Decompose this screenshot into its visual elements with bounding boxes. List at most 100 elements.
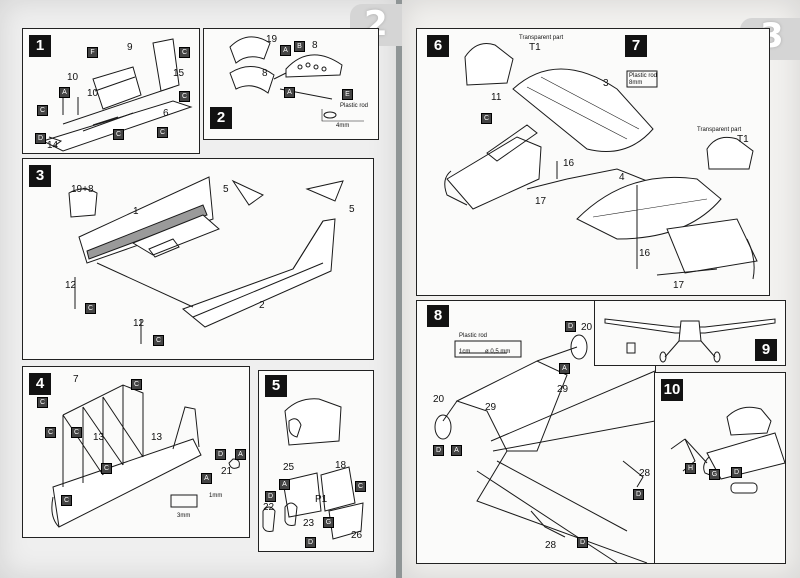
ref-d-3: D xyxy=(633,489,644,500)
part-7: 7 xyxy=(73,374,79,385)
step-9-number: 9 xyxy=(755,339,777,361)
rod-title: Plastic rod xyxy=(629,73,658,79)
step-10-panel: 10 H G D xyxy=(654,372,786,564)
part-12-second: 12 xyxy=(133,318,145,329)
part-5: 5 xyxy=(223,184,229,195)
ref-c-2: C xyxy=(153,335,164,346)
part-29-second: 29 xyxy=(485,402,497,413)
part-13: 13 xyxy=(93,432,105,443)
ref-d: D xyxy=(565,321,576,332)
part-9: 9 xyxy=(127,42,133,53)
instrument-panel-drawing xyxy=(229,36,364,122)
part-4: 4 xyxy=(619,172,625,183)
part-t1: T1 xyxy=(529,42,541,53)
engine-cowl-drawing xyxy=(262,398,364,540)
part-16: 16 xyxy=(563,158,575,169)
ref-b: B xyxy=(294,41,305,52)
part-29: 29 xyxy=(557,384,569,395)
ref-h: H xyxy=(685,463,696,474)
step-8-number: 8 xyxy=(427,305,449,327)
ref-d: D xyxy=(215,449,226,460)
part-18: 18 xyxy=(335,460,347,471)
part-17: 17 xyxy=(535,196,547,207)
fuselage-halves-drawing xyxy=(68,176,344,344)
step-2-number: 2 xyxy=(210,107,232,129)
ref-c: C xyxy=(355,481,366,492)
part-1: 1 xyxy=(133,206,139,217)
ref-a: A xyxy=(59,87,70,98)
rod-size: 8mm xyxy=(629,80,643,86)
ref-c: C xyxy=(85,303,96,314)
step-1-panel: 1 9 F C 15 10 A 10 C 6 C C D 14 C xyxy=(22,28,200,154)
step-3-number: 3 xyxy=(29,165,51,187)
step-3-panel: 3 19+8 1 5 5 12 C 12 C 2 xyxy=(22,158,374,360)
part-25: 25 xyxy=(283,462,295,473)
ref-e: E xyxy=(342,89,353,100)
rod-section: 1mm xyxy=(209,493,223,499)
ref-g: G xyxy=(709,469,720,480)
part-8-second: 8 xyxy=(262,68,268,79)
ref-a: A xyxy=(235,449,246,460)
ref-c-2: C xyxy=(37,397,48,408)
part-17-7: 17 xyxy=(673,280,685,291)
part-t1-7: T1 xyxy=(737,134,749,145)
ref-c-5: C xyxy=(157,127,168,138)
propeller-drawing xyxy=(670,406,786,494)
part-10: 10 xyxy=(67,72,79,83)
step-5-number: 5 xyxy=(265,375,287,397)
part-28: 28 xyxy=(639,468,651,479)
ref-d-2: D xyxy=(305,537,316,548)
ref-a: A xyxy=(279,479,290,490)
ref-g: G xyxy=(323,517,334,528)
part-26: 26 xyxy=(351,530,363,541)
step-9-panel: 9 xyxy=(594,300,786,366)
rod-size: 1cm xyxy=(459,349,471,355)
step-1-number: 1 xyxy=(29,35,51,57)
step-2-panel: 2 19 A B 8 8 A E Plastic rod 4mm xyxy=(203,28,379,140)
part-p1: P1 xyxy=(315,494,328,505)
step-7-number: 7 xyxy=(625,35,647,57)
ref-c-3: C xyxy=(71,427,82,438)
rod-title: Plastic rod xyxy=(459,333,488,339)
fuselage-frame-drawing xyxy=(51,384,240,528)
ref-d: D xyxy=(35,133,46,144)
ref-c-6: C xyxy=(45,427,56,438)
transparent-part-label-7: Transparent part xyxy=(697,127,742,133)
part-20-second: 20 xyxy=(433,394,445,405)
wing-canopy-drawing xyxy=(444,43,758,280)
part-2: 2 xyxy=(259,300,265,311)
ref-a: A xyxy=(280,45,291,56)
step-10-number: 10 xyxy=(661,379,683,401)
ref-c: C xyxy=(131,379,142,390)
part-3: 3 xyxy=(603,78,609,89)
rod-size: 3mm xyxy=(177,513,191,519)
step-4-number: 4 xyxy=(29,373,51,395)
transparent-part-label: Transparent part xyxy=(519,35,564,41)
ref-c: C xyxy=(481,113,492,124)
rod-title: Plastic rod xyxy=(340,103,369,109)
instruction-page-right: 3 6 7 Transparent part T1 3 11 xyxy=(402,0,800,578)
ref-d: D xyxy=(731,467,742,478)
instruction-page-left: 2 1 9 F C 15 10 A 10 C 6 C C D 14 C 2 xyxy=(0,0,410,578)
part-22: 22 xyxy=(263,502,275,513)
ref-c-4: C xyxy=(113,129,124,140)
step-6-number: 6 xyxy=(427,35,449,57)
part-8: 8 xyxy=(312,40,318,51)
part-20: 20 xyxy=(581,322,593,333)
step-6-7-panel: 6 7 Transparent part T1 3 11 C 16 xyxy=(416,28,770,296)
ref-c: C xyxy=(179,47,190,58)
rod-section: ø 0,5 mm xyxy=(485,349,511,355)
part-11: 11 xyxy=(491,92,502,103)
part-12: 12 xyxy=(65,280,77,291)
ref-a-2: A xyxy=(201,473,212,484)
part-19-8: 19+8 xyxy=(71,184,94,195)
part-13-second: 13 xyxy=(151,432,163,443)
ref-a-2: A xyxy=(284,87,295,98)
ref-d-2: D xyxy=(433,445,444,456)
step-5-panel: 5 25 18 A C D P1 22 23 G 26 D xyxy=(258,370,374,552)
part-10-second: 10 xyxy=(87,88,99,99)
ref-c-2: C xyxy=(37,105,48,116)
ref-a-2: A xyxy=(451,445,462,456)
part-6: 6 xyxy=(163,108,169,119)
ref-d: D xyxy=(265,491,276,502)
